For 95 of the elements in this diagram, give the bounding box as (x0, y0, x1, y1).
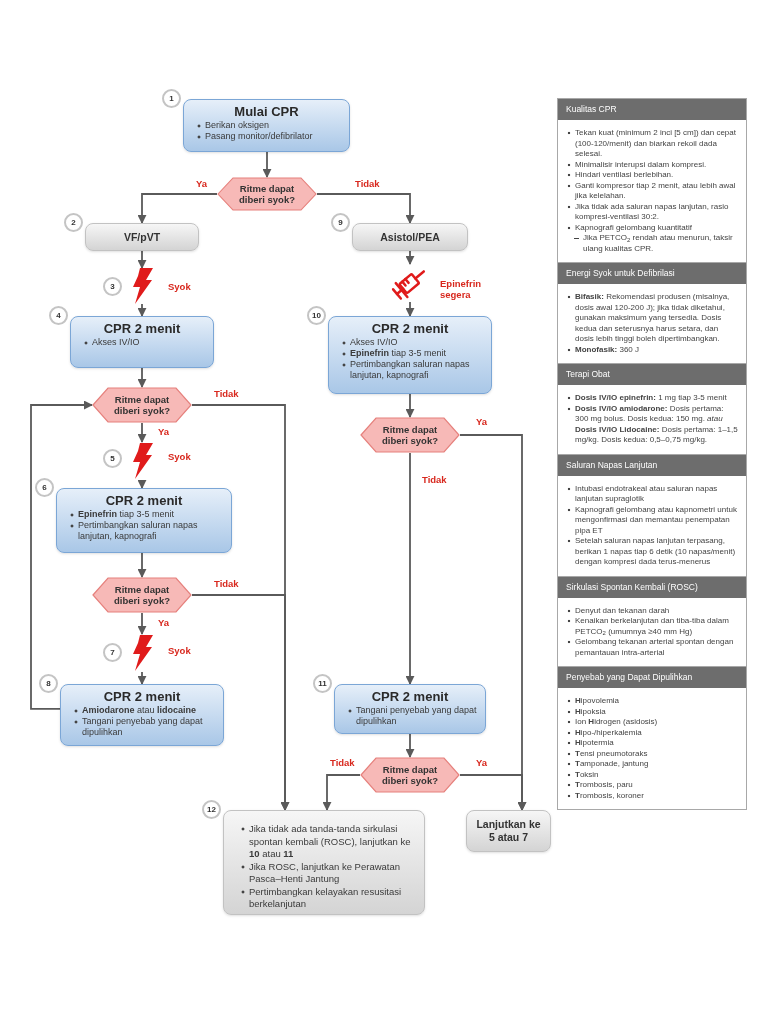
decision-text: Ritme dapat diberi syok? (113, 584, 171, 606)
decision-text: Ritme dapat diberi syok? (381, 764, 439, 786)
step-number: 10 (307, 306, 326, 325)
decision-hexagon (92, 387, 192, 423)
edge-label: Tidak (214, 388, 239, 399)
section-heading: Penyebab yang Dapat Dipulihkan (558, 667, 746, 688)
edge-label: Ya (158, 617, 170, 628)
arrow (405, 452, 415, 685)
decision-hexagon (360, 417, 460, 453)
arrow (405, 393, 415, 418)
decision-hexagon (92, 577, 192, 613)
step-note: Syok (168, 645, 192, 656)
box-heading: CPR 2 menit (370, 321, 450, 337)
arrow (191, 594, 290, 811)
step-number: 8 (39, 674, 58, 693)
bullet-item: Setelah saluran napas lanjutan terpasang, berikan 1 napas tiap 6 detik (10 napas/menit) dengan kompresi dada terus-menerus (566, 536, 738, 568)
arrow (405, 250, 415, 265)
info-section (558, 364, 746, 455)
edge-label: Tidak (422, 474, 447, 485)
box-heading: CPR 2 menit (370, 689, 450, 705)
arrow (137, 250, 147, 269)
step-number: 12 (202, 800, 221, 819)
box-label: VF/pVT (122, 230, 162, 244)
step-number: 1 (162, 89, 181, 108)
edge-label: Tidak (214, 578, 239, 589)
process-box (334, 684, 486, 734)
bullet-item: Dosis IV/IO amiodarone: Dosis pertama: 300 mg bolus. Dosis kedua: 150 mg. atau Dosis IV/IO Lidocaine: Dosis pertama: 1–1,5 mg/kg. Dosis kedua: 0,5–0,75 mg/kg. (566, 403, 738, 446)
arrow (137, 552, 147, 578)
box-heading: CPR 2 menit (102, 321, 182, 337)
decision-hexagon (217, 177, 317, 211)
decision-text: Ritme dapat diberi syok? (238, 183, 296, 205)
step-number: 3 (103, 277, 122, 296)
edge-label: Ya (476, 416, 488, 427)
box-label: Lanjutkan ke 5 atau 7 (475, 818, 542, 844)
step-number: 6 (35, 478, 54, 497)
section-heading: Saluran Napas Lanjutan (558, 454, 746, 476)
arrow (137, 671, 147, 685)
info-section (558, 99, 746, 263)
step-number: 7 (103, 643, 122, 662)
arrow (322, 774, 361, 811)
step-number: 4 (49, 306, 68, 325)
arrow (137, 193, 218, 224)
process-box (60, 684, 224, 746)
bullet-item: Kapnografi gelombang atau kapnometri untuk mengonfirmasi dan memantau penempatan pipa ET (566, 504, 738, 536)
box-heading: Mulai CPR (233, 104, 300, 120)
edge-label: Ya (476, 757, 488, 768)
process-box (328, 316, 492, 394)
lightning-bolt-icon (130, 442, 154, 480)
decision-hexagon (360, 757, 460, 793)
process-box (56, 488, 232, 553)
arrow (459, 774, 527, 811)
arrow (137, 422, 147, 443)
step-number: 5 (103, 449, 122, 468)
step-number: 2 (64, 213, 83, 232)
step-box (352, 223, 468, 251)
bullet-item: Tangani penyebab yang dapat dipulihkan (347, 705, 477, 727)
arrow (137, 303, 147, 317)
step-box (466, 810, 551, 852)
decision-text: Ritme dapat diberi syok? (113, 394, 171, 416)
info-section (558, 667, 746, 810)
process-box (70, 316, 214, 368)
edge-label: Ya (158, 426, 170, 437)
process-box (223, 810, 425, 915)
info-section (558, 576, 746, 667)
section-heading: Kualitas CPR (558, 99, 746, 120)
edge-label: Ya (196, 178, 208, 189)
step-note: Syok (168, 281, 192, 292)
section-heading: Sirkulasi Spontan Kembali (ROSC) (558, 576, 746, 598)
section-heading: Terapi Obat (558, 364, 746, 385)
box-label: Asistol/PEA (379, 230, 441, 244)
step-number: 9 (331, 213, 350, 232)
arrow (137, 367, 147, 388)
arrow (316, 193, 415, 224)
box-heading: CPR 2 menit (104, 493, 184, 509)
lightning-bolt-icon (130, 268, 154, 304)
arrow (30, 400, 93, 710)
step-box (85, 223, 199, 251)
bullet-item: Ganti kompresor tiap 2 menit, atau lebih awal jika kelelahan. (566, 180, 738, 202)
arrow (405, 733, 415, 758)
arrow (137, 612, 147, 635)
info-section (558, 454, 746, 577)
edge-label: Tidak (355, 178, 380, 189)
step-note: Epinefrin segera (440, 278, 483, 300)
edge-label: Tidak (330, 757, 355, 768)
arrow (262, 151, 272, 178)
lightning-bolt-icon (130, 634, 154, 672)
arrow (137, 479, 147, 489)
decision-text: Ritme dapat diberi syok? (381, 424, 439, 446)
step-note: Syok (168, 451, 192, 462)
info-section (558, 263, 746, 364)
arrow (405, 301, 415, 317)
process-box (183, 99, 350, 152)
step-number: 11 (313, 674, 332, 693)
section-heading: Energi Syok untuk Defibrilasi (558, 263, 746, 284)
box-heading: CPR 2 menit (102, 689, 182, 705)
